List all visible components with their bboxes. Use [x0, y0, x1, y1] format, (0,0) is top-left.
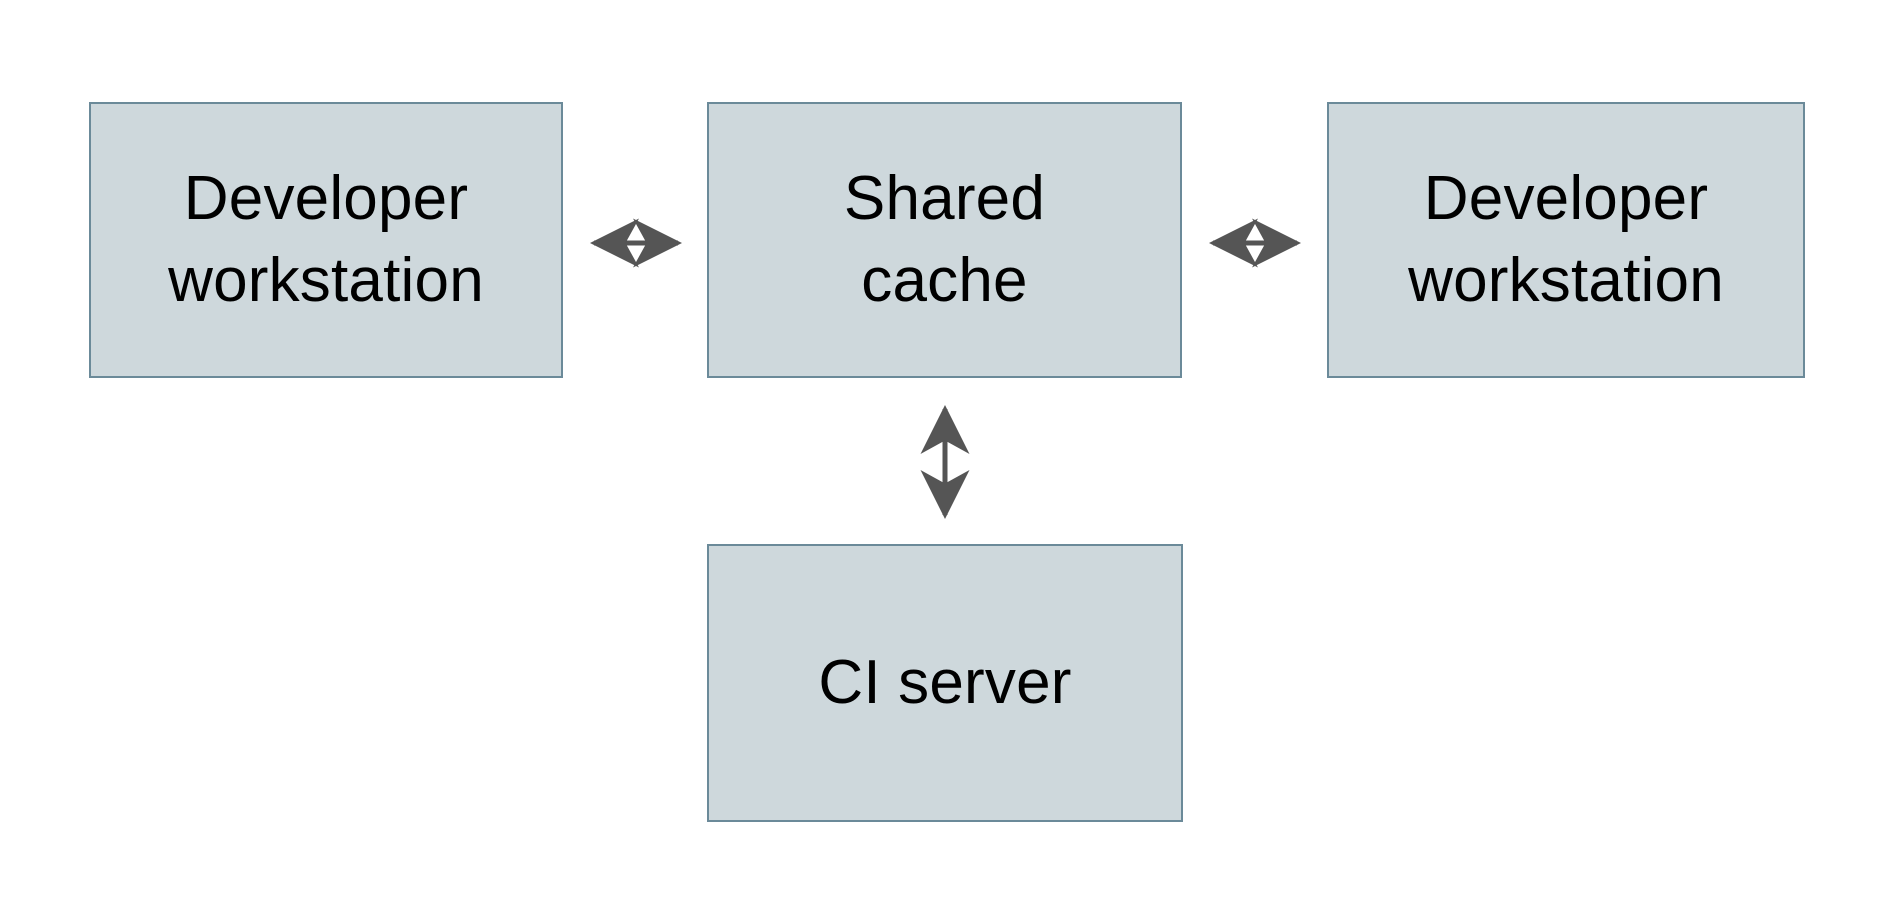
node-developer-workstation-left[interactable]: Developer workstation — [89, 102, 563, 378]
node-label: Shared cache — [843, 164, 1046, 315]
node-ci-server[interactable]: CI server — [707, 544, 1183, 822]
node-label: CI server — [818, 648, 1072, 718]
node-shared-cache[interactable]: Shared cache — [707, 102, 1182, 378]
node-label: Developer workstation — [168, 164, 484, 315]
edge-cache-ci-hitbox[interactable] — [924, 378, 966, 546]
edge-cache-dev-right-hitbox[interactable] — [1182, 222, 1328, 264]
node-label: Developer workstation — [1408, 164, 1724, 315]
edge-dev-left-cache-hitbox[interactable] — [563, 222, 709, 264]
node-developer-workstation-right[interactable]: Developer workstation — [1327, 102, 1805, 378]
